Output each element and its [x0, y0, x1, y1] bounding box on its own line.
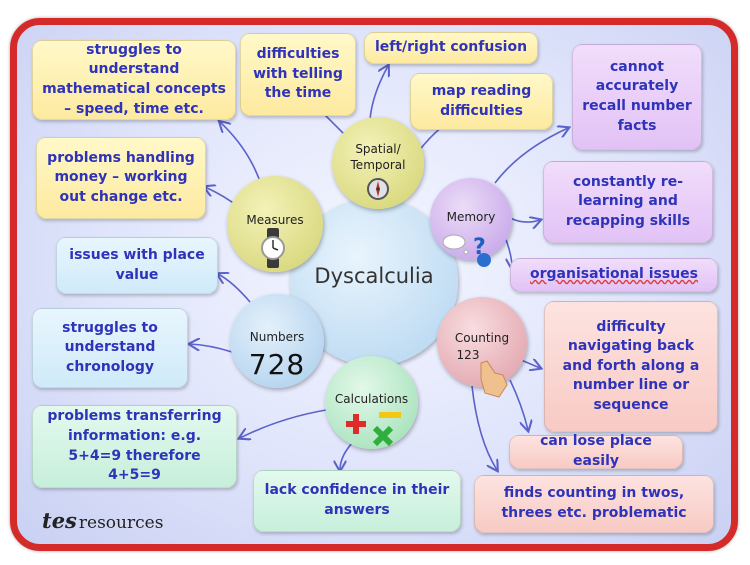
connector-measures-concepts: [220, 122, 263, 188]
note-lose-place: can lose place easily: [509, 433, 683, 469]
logo-suffix: resources: [78, 513, 164, 533]
node-numbers: Numbers 728: [230, 294, 324, 388]
note-telling-time: difficulties with telling the time: [240, 33, 356, 116]
measures-label: Measures: [246, 213, 304, 227]
connector-memory-relearning: [509, 218, 540, 222]
calculations-label: Calculations: [334, 392, 409, 406]
plus-minus-icon: [346, 412, 401, 447]
note-map-reading: map reading difficulties: [410, 73, 553, 130]
central-title: Dyscalculia: [314, 264, 434, 288]
tes-resources-logo: tes resources: [42, 508, 163, 533]
note-concepts: struggles to understand mathematical con…: [32, 40, 236, 120]
connector-calc-transferring: [240, 409, 327, 438]
counting-hand-icon: [480, 360, 508, 398]
connector-counting-twos: [471, 385, 497, 470]
organisational-text: organisational issues: [530, 266, 698, 283]
note-number-line: difficulty navigating back and forth alo…: [544, 301, 718, 432]
note-transferring: problems transferring information: e.g. …: [32, 405, 237, 488]
connector-numbers-chronology: [190, 344, 233, 353]
connector-numbers-placevalue: [218, 274, 251, 303]
connector-memory-recall: [494, 128, 568, 184]
spatial-label: Spatial/ Temporal: [350, 142, 406, 173]
note-money: problems handling money – working out ch…: [36, 137, 206, 219]
connector-counting-loseplace: [509, 379, 528, 430]
thinking-figure-icon: ?: [442, 234, 491, 267]
note-recall: cannot accurately recall number facts: [572, 44, 702, 150]
numbers-digits: 728: [248, 348, 306, 381]
note-place-value: issues with place value: [56, 237, 218, 294]
numbers-label: Numbers: [249, 330, 305, 344]
compass-icon: [367, 178, 389, 200]
counting-digits: 123: [456, 348, 480, 362]
connector-spatial-leftright: [369, 66, 388, 121]
logo-brand: tes: [42, 508, 77, 533]
note-left-right: left/right confusion: [364, 32, 538, 64]
node-memory: Memory ?: [430, 178, 512, 267]
note-organisational: organisational issues: [510, 258, 718, 292]
memory-label: Memory: [446, 210, 496, 224]
note-confidence: lack confidence in their answers: [253, 470, 461, 532]
note-relearning: constantly re-learning and recapping ski…: [543, 161, 713, 243]
node-measures: Measures: [227, 176, 323, 272]
watch-icon: [261, 228, 285, 268]
node-counting: Counting 123: [437, 297, 527, 398]
counting-label: Counting: [454, 331, 510, 345]
node-spatial-temporal: Spatial/ Temporal: [332, 117, 424, 209]
note-counting-twos: finds counting in twos, threes etc. prob…: [474, 475, 714, 533]
note-chronology: struggles to understand chronology: [32, 308, 188, 388]
node-calculations: Calculations: [325, 356, 418, 449]
